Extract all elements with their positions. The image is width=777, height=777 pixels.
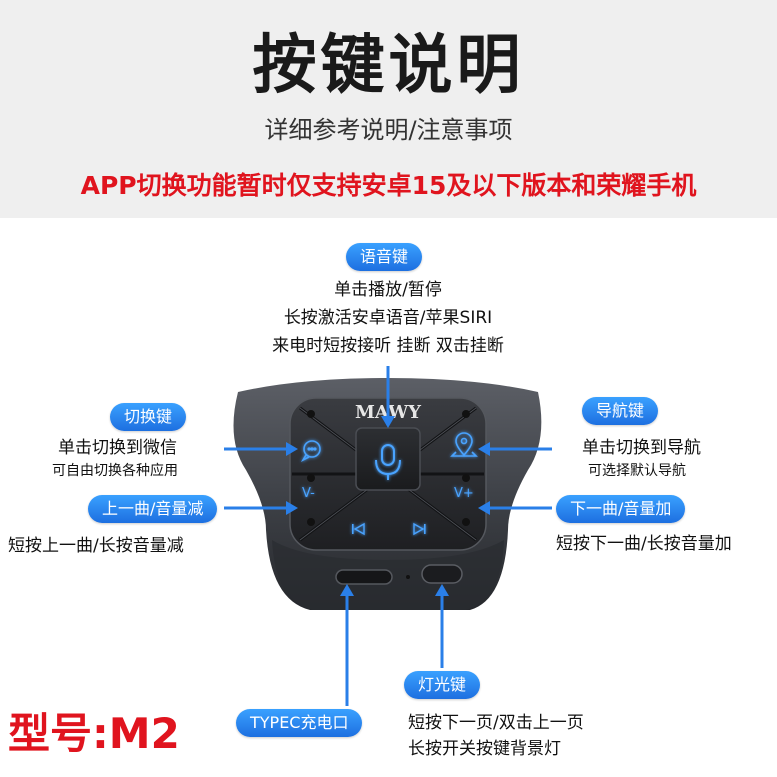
leader-lines <box>224 366 552 706</box>
nav-key-tag: 导航键 <box>582 397 659 425</box>
switch-key-desc-1: 单击切换到微信 <box>58 438 177 458</box>
typec-port-tag: TYPEC充电口 <box>236 709 363 737</box>
voice-key-desc-1: 单击播放/暂停 <box>334 280 442 300</box>
voice-key-desc-2: 长按激活安卓语音/苹果SIRI <box>283 308 493 328</box>
next-track-icon <box>413 522 426 536</box>
next-key-tag: 下一曲/音量加 <box>556 495 686 523</box>
prev-track-icon <box>352 522 365 536</box>
next-key-desc: 短按下一曲/长按音量加 <box>556 534 732 554</box>
voice-key <box>355 427 421 491</box>
light-key-desc-1: 短按下一页/双击上一页 <box>408 713 584 733</box>
typec-port <box>335 569 393 585</box>
compatibility-notice: APP切换功能暂时仅支持安卓15及以下版本和荣耀手机 <box>80 171 697 200</box>
page-subtitle: 详细参考说明/注意事项 <box>264 116 513 144</box>
light-key <box>421 564 463 584</box>
model-number: 型号:M2 <box>8 709 180 758</box>
nav-key-desc-2: 可选择默认导航 <box>588 463 686 479</box>
location-pin-icon <box>450 432 478 457</box>
v-minus-key-label: V- <box>302 486 315 501</box>
light-key-tag: 灯光键 <box>404 671 481 699</box>
header-band <box>0 0 777 218</box>
chat-icon <box>300 440 321 462</box>
prev-key-tag: 上一曲/音量减 <box>88 495 218 523</box>
page-title: 按键说明 <box>252 29 525 103</box>
switch-key-desc-2: 可自由切换各种应用 <box>52 463 178 479</box>
light-key-desc-2: 长按开关按键背景灯 <box>408 739 561 759</box>
switch-key-tag: 切换键 <box>110 403 187 431</box>
mic-icon <box>375 444 401 480</box>
prev-key-desc: 短按上一曲/长按音量减 <box>8 536 184 556</box>
voice-key-tag: 语音键 <box>346 243 423 271</box>
v-plus-key-label: V+ <box>454 486 474 501</box>
voice-key-desc-3: 来电时短按接听 挂断 双击挂断 <box>272 336 504 356</box>
nav-key-desc-1: 单击切换到导航 <box>582 438 701 458</box>
